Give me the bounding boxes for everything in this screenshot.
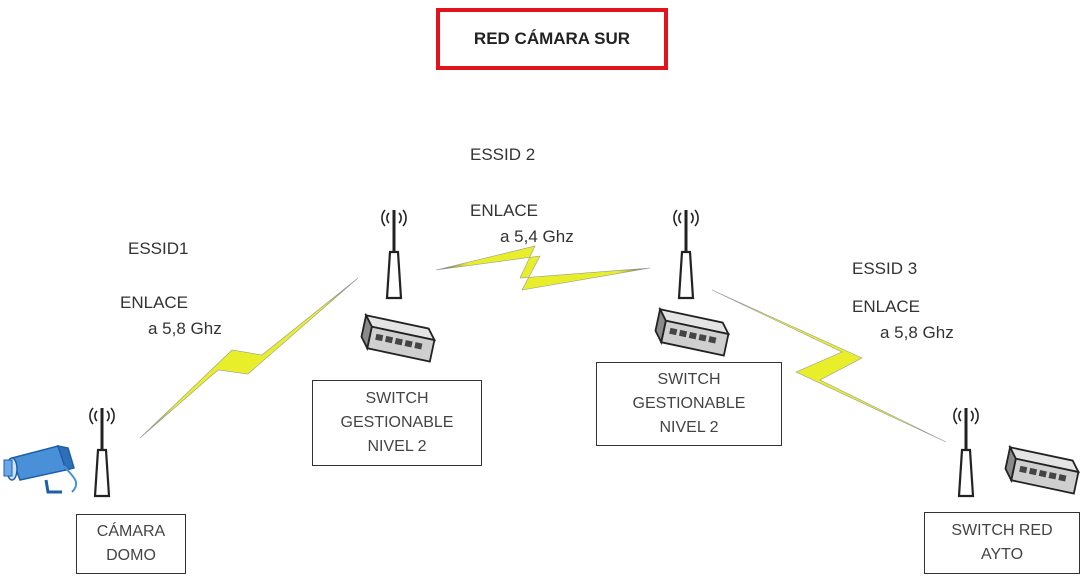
switch-icon bbox=[654, 306, 731, 357]
node-box-switch-2: SWITCH GESTIONABLE NIVEL 2 bbox=[596, 362, 782, 446]
node-box-switch-1: SWITCH GESTIONABLE NIVEL 2 bbox=[312, 380, 482, 466]
antenna-icon bbox=[673, 209, 699, 300]
link-frequency: a 5,8 Ghz bbox=[880, 323, 954, 342]
node-label-line: CÁMARA bbox=[96, 523, 166, 540]
node-label-line: NIVEL 2 bbox=[367, 438, 427, 455]
link-label: ENLACE bbox=[470, 201, 539, 220]
link-label: ENLACE bbox=[852, 297, 921, 316]
essid-label: ESSID1 bbox=[128, 239, 189, 258]
node-label-line: DOMO bbox=[106, 547, 156, 564]
node-label-line: GESTIONABLE bbox=[340, 414, 454, 431]
link-label: ENLACE bbox=[120, 293, 189, 312]
antenna-icon bbox=[953, 407, 979, 498]
security-camera-icon bbox=[3, 445, 78, 494]
link-frequency: a 5,4 Ghz bbox=[500, 227, 574, 246]
diagram-title: RED CÁMARA SUR bbox=[436, 8, 668, 70]
node-label-line: AYTO bbox=[980, 546, 1024, 563]
wireless-link-icon bbox=[435, 245, 651, 291]
switch-icon bbox=[360, 312, 437, 363]
link-frequency: a 5,8 Ghz bbox=[148, 319, 222, 338]
node-box-switch-3: SWITCH RED AYTO bbox=[924, 512, 1080, 574]
node-label-line: SWITCH bbox=[657, 371, 721, 388]
node-box-camera: CÁMARA DOMO bbox=[76, 514, 186, 574]
wireless-link-icon bbox=[139, 277, 359, 439]
essid-label: ESSID 3 bbox=[852, 259, 918, 278]
essid-label: ESSID 2 bbox=[470, 145, 536, 164]
antenna-icon bbox=[89, 407, 115, 498]
node-label-line: SWITCH RED bbox=[951, 522, 1053, 539]
node-label-line: GESTIONABLE bbox=[632, 395, 746, 412]
node-label-line: NIVEL 2 bbox=[659, 419, 719, 436]
node-label-line: SWITCH bbox=[365, 390, 429, 407]
switch-icon bbox=[1004, 444, 1081, 495]
antenna-icon bbox=[381, 209, 407, 300]
wireless-link-icon bbox=[711, 289, 947, 443]
